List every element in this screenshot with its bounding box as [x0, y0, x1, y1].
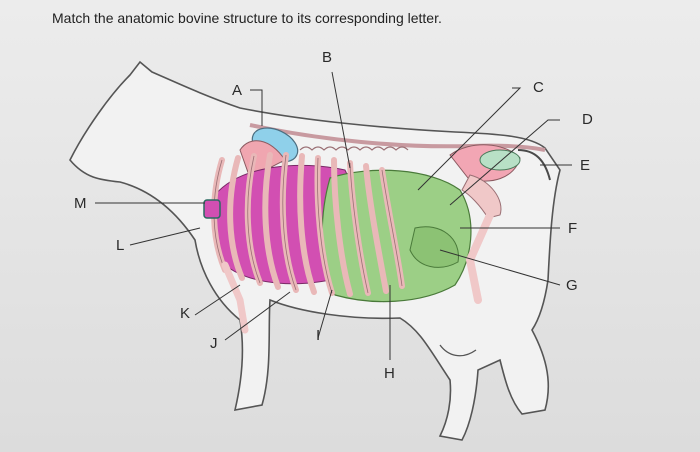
label-I: I	[316, 327, 320, 344]
trachea	[203, 199, 221, 219]
label-F: F	[568, 220, 577, 237]
rib-outlines	[213, 154, 403, 294]
question-text: Match the anatomic bovine structure to i…	[52, 10, 442, 26]
label-H: H	[384, 365, 395, 382]
label-E: E	[580, 157, 590, 174]
label-A: A	[232, 82, 242, 99]
label-M: M	[74, 195, 87, 212]
intestine	[479, 149, 521, 171]
label-L: L	[116, 237, 124, 254]
label-K: K	[180, 305, 190, 322]
label-C: C	[533, 79, 544, 96]
rectum	[517, 149, 551, 181]
foreleg-bone	[221, 261, 249, 334]
label-B: B	[322, 49, 332, 66]
spine-vertebrae	[299, 146, 409, 151]
label-J: J	[210, 335, 218, 352]
leader-lines	[95, 71, 572, 360]
udder-outline	[439, 344, 477, 357]
label-G: G	[566, 277, 578, 294]
label-D: D	[582, 111, 593, 128]
reticulum	[409, 226, 459, 268]
femur	[465, 211, 494, 304]
